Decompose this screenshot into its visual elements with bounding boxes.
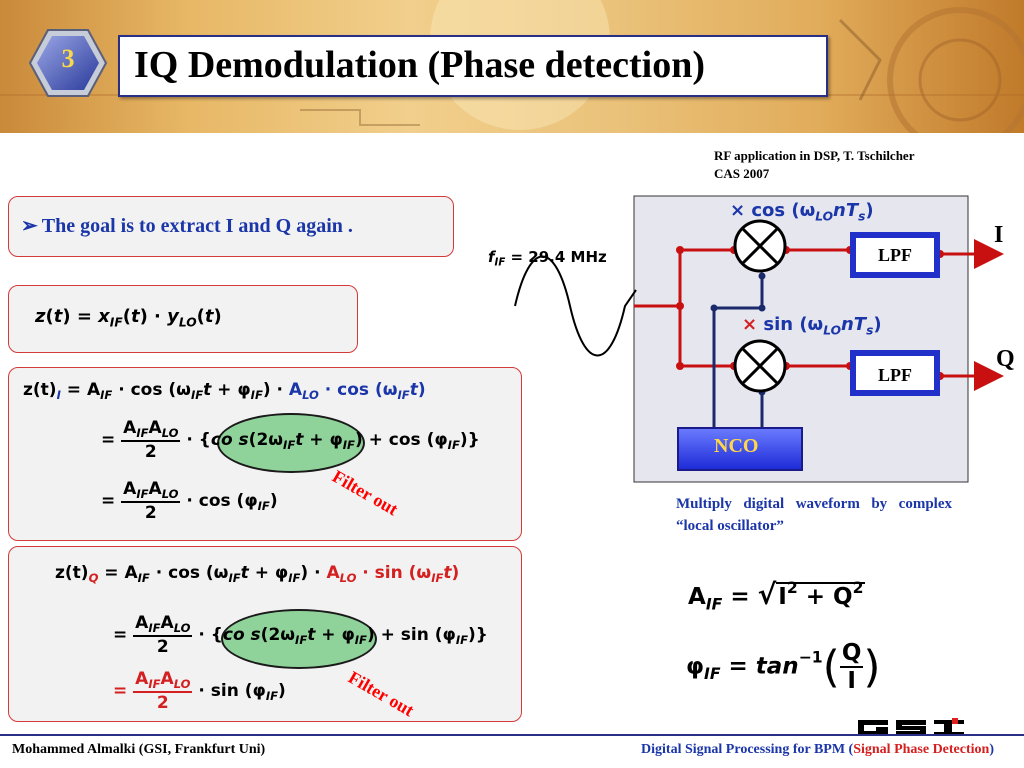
goal-statement: ➢The goal is to extract I and Q again .	[21, 213, 353, 238]
mixer-bottom-icon	[733, 339, 787, 393]
slide-number: 3	[61, 44, 75, 73]
i-equation-box: z(t)I = AIF · cos (ωIFt + φIF) · ALO · c…	[8, 367, 522, 541]
amplitude-formula: AIF = √I2 + Q2	[688, 578, 866, 614]
footer-course: Digital Signal Processing for BPM (Signa…	[641, 742, 994, 757]
gsi-logo	[858, 718, 964, 736]
reference-line-1: RF application in DSP, T. Tschilcher	[714, 148, 915, 163]
i-equation-line-1: z(t)I = AIF · cos (ωIFt + φIF) · ALO · c…	[23, 380, 426, 403]
reference-line-2: CAS 2007	[714, 166, 770, 181]
signal-equation: z(t) = xIF(t) · yLO(t)	[35, 306, 222, 330]
input-frequency-label: fIF = 29.4 MHz	[488, 248, 607, 269]
reference: RF application in DSP, T. Tschilcher CAS…	[714, 147, 914, 183]
filter-highlight-ellipse-q	[221, 609, 377, 669]
nco-lines	[712, 276, 764, 430]
diagram-caption: Multiply digital waveform by complex “lo…	[676, 496, 952, 534]
output-q-label: Q	[996, 346, 1015, 372]
signal-paths	[634, 239, 1004, 391]
title-frame: IQ Demodulation (Phase detection)	[118, 35, 828, 97]
footer-divider	[0, 734, 1024, 736]
nco-block	[677, 427, 803, 471]
goal-text: The goal is to extract I and Q again .	[41, 215, 353, 237]
nco-label: NCO	[714, 435, 759, 457]
bullet-arrow-icon: ➢	[21, 215, 38, 237]
output-i-label: I	[994, 222, 1004, 248]
cos-lo-label: × cos (ωLOnTs)	[730, 200, 874, 224]
sin-lo-label: × sin (ωLOnTs)	[742, 314, 882, 338]
signal-equation-box: z(t) = xIF(t) · yLO(t)	[8, 285, 358, 353]
lpf-bottom-label: LPF	[878, 365, 912, 385]
mixer-top-icon	[733, 219, 787, 273]
lpf-top-label: LPF	[878, 245, 912, 265]
footer-author: Mohammed Almalki (GSI, Frankfurt Uni)	[12, 742, 266, 757]
page-title: IQ Demodulation (Phase detection)	[134, 44, 706, 86]
filter-highlight-ellipse-i	[217, 413, 365, 473]
slide-number-badge	[28, 29, 108, 97]
footer-topic-highlight: Signal Phase Detection	[853, 742, 990, 757]
input-sine-wave	[514, 255, 637, 357]
goal-box: ➢The goal is to extract I and Q again .	[8, 196, 454, 257]
q-equation-box: z(t)Q = AIF · cos (ωIFt + φIF) · ALO · s…	[8, 546, 522, 722]
q-equation-line-1: z(t)Q = AIF · cos (ωIFt + φIF) · ALO · s…	[55, 563, 460, 586]
